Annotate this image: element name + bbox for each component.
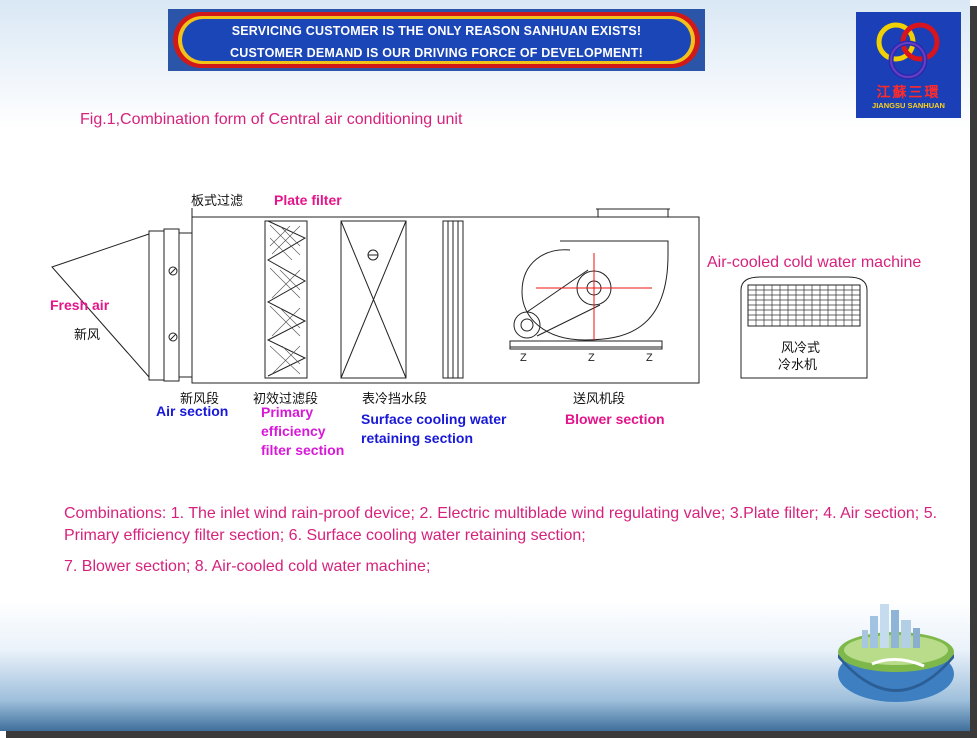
sanhuan-logo: 江蘇三環 JIANGSU SANHUAN [856,12,961,118]
svg-text:Z: Z [520,352,527,364]
fan-belt-top [526,269,589,313]
motor-base [509,340,663,348]
damper-knob-bottom [168,332,178,342]
plate-filter-cn-label: 板式过滤 [191,194,244,209]
fresh-air-label: Fresh air [50,297,110,313]
damper-valve [163,228,180,382]
slogan-banner: SERVICING CUSTOMER IS THE ONLY REASON SA… [168,9,705,71]
blower-section-label: Blower section [565,411,665,427]
slide-shadow-right [970,6,977,738]
plate-filter-pleats [266,220,307,377]
banner-blue-center [182,19,691,61]
chiller-cabinet [740,276,868,379]
surface-cooling-cn-label: 表冷挡水段 [362,392,428,407]
combinations-text-1: Combinations: 1. The inlet wind rain-pro… [64,505,938,544]
plate-filter-frame [264,220,308,379]
primary-filter-label-3: filter section [261,442,345,458]
combinations-text-2: 7. Blower section; 8. Air-cooled cold wa… [64,558,431,575]
svg-text:Z: Z [588,352,595,364]
top-outlet [597,208,669,218]
chiller-cn-label-2: 冷水机 [778,358,818,373]
primary-filter-cn-label: 初效过滤段 [253,392,319,407]
city-globe-image [838,604,954,702]
damper-frame [148,230,165,381]
figure-title: Fig.1,Combination form of Central air co… [80,111,463,128]
surface-cooling-label-2: retaining section [361,430,474,446]
blower-scroll [521,240,669,341]
surface-cooler-coil [340,220,407,379]
damper-inner [178,232,193,378]
slide-shadow-bottom [6,731,977,738]
blower-cn-label: 送风机段 [573,392,626,407]
svg-text:Z: Z [646,352,653,364]
air-section-cn-label: 新风段 [180,392,220,407]
plate-filter-label: Plate filter [274,192,342,208]
slogan-line-2: CUSTOMER DEMAND IS OUR DRIVING FORCE OF … [230,46,643,60]
fan-belt-bottom [536,304,601,337]
surface-cooling-label-1: Surface cooling water [361,411,507,427]
unit-casing [191,216,700,384]
primary-filter-label-2: efficiency [261,423,326,439]
motor-inner [520,318,534,332]
chiller-cn-label-1: 风冷式 [781,341,821,356]
primary-filter-label-1: Primary [261,404,314,420]
air-cooled-machine-label: Air-cooled cold water machine [707,254,922,271]
damper-knob-top [168,266,178,276]
air-section-label: Air section [156,403,229,419]
logo-chinese-text: 江蘇三環 [876,85,941,101]
motor-outer [513,311,541,339]
three-rings-icon [876,22,940,80]
logo-english-text: JIANGSU SANHUAN [872,101,945,110]
slogan-line-1: SERVICING CUSTOMER IS THE ONLY REASON SA… [231,24,642,38]
fresh-air-cn-label: 新风 [74,328,101,343]
